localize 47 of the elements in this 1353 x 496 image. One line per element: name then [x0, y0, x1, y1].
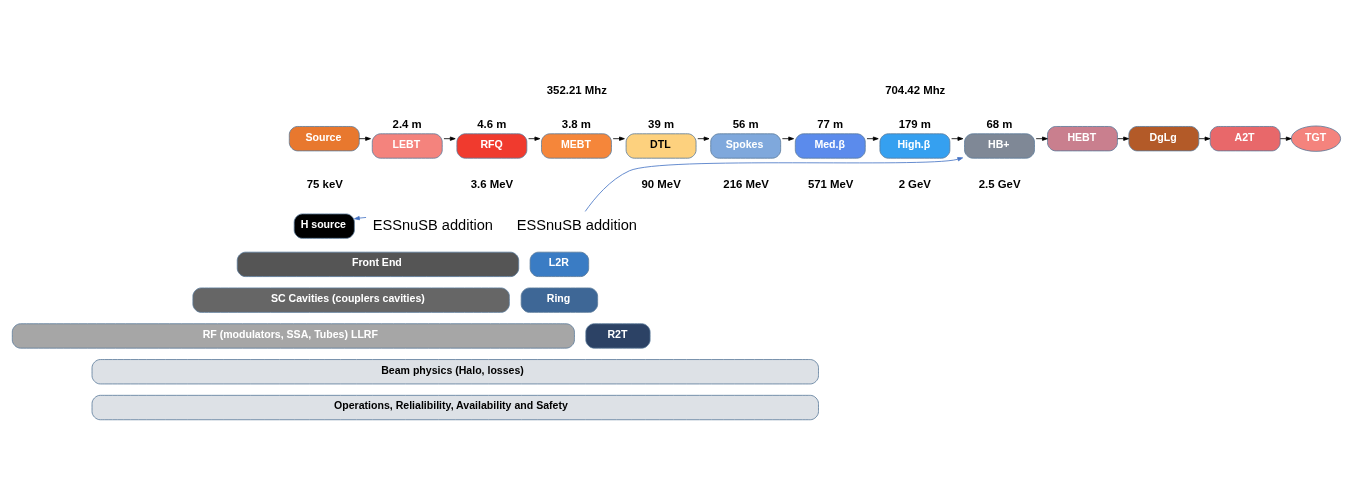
node-box: L2R — [529, 251, 590, 277]
label: 704.42 Mhz — [885, 83, 946, 96]
label: 216 MeV — [723, 177, 769, 190]
node-label: 68 m — [986, 117, 1013, 130]
node-label: 39 m — [648, 117, 674, 130]
node-label: 4.6 m — [477, 117, 507, 130]
node-box: Source — [288, 125, 360, 151]
node-box: A2T — [1209, 125, 1281, 151]
node-box: Front End — [236, 251, 520, 277]
arrow — [354, 215, 367, 220]
node-box: H source — [293, 213, 355, 239]
arrow — [443, 136, 456, 141]
arrow — [612, 136, 625, 141]
label: 571 MeV — [807, 177, 854, 190]
node-box: Beam physics (Halo, losses) — [91, 358, 819, 384]
node-box: Operations, Relialibility, Availability and Safety — [91, 394, 819, 420]
arrow — [866, 136, 879, 141]
arrow — [584, 156, 964, 212]
label: 90 MeV — [641, 177, 681, 190]
label: 2.5 GeV — [978, 177, 1021, 190]
arrow — [1117, 136, 1129, 141]
arrow — [951, 136, 964, 141]
label: 3.6 MeV — [470, 177, 514, 190]
node-label: 77 m — [817, 117, 844, 130]
label: 75 keV — [306, 177, 343, 190]
arrow — [697, 136, 710, 141]
arrow — [358, 136, 371, 141]
node-label: 2.4 m — [392, 117, 422, 130]
node-box: R2T — [585, 322, 651, 349]
label: 352.21 Mhz — [546, 83, 607, 96]
node-box: DgLg — [1128, 125, 1200, 151]
arrow — [1035, 136, 1048, 141]
node-box: Ring — [520, 287, 599, 313]
arrow — [781, 136, 794, 141]
arrow — [1279, 136, 1292, 141]
node-box: HEBT — [1047, 125, 1118, 151]
arrow — [1198, 136, 1211, 141]
label: 2 GeV — [898, 177, 931, 190]
node-box: SC Cavities (couplers cavities) — [192, 287, 510, 313]
node-box: RF (modulators, SSA, Tubes) LLRF — [11, 322, 575, 349]
node-text: ESSnuSB addition — [372, 216, 494, 233]
node-label: 56 m — [732, 117, 759, 130]
arrow — [528, 136, 541, 141]
node-label: 179 m — [898, 117, 931, 130]
node-label: 3.8 m — [561, 117, 591, 130]
node-text: ESSnuSB addition — [516, 216, 638, 233]
node-ellipse: TGT — [1290, 125, 1342, 152]
